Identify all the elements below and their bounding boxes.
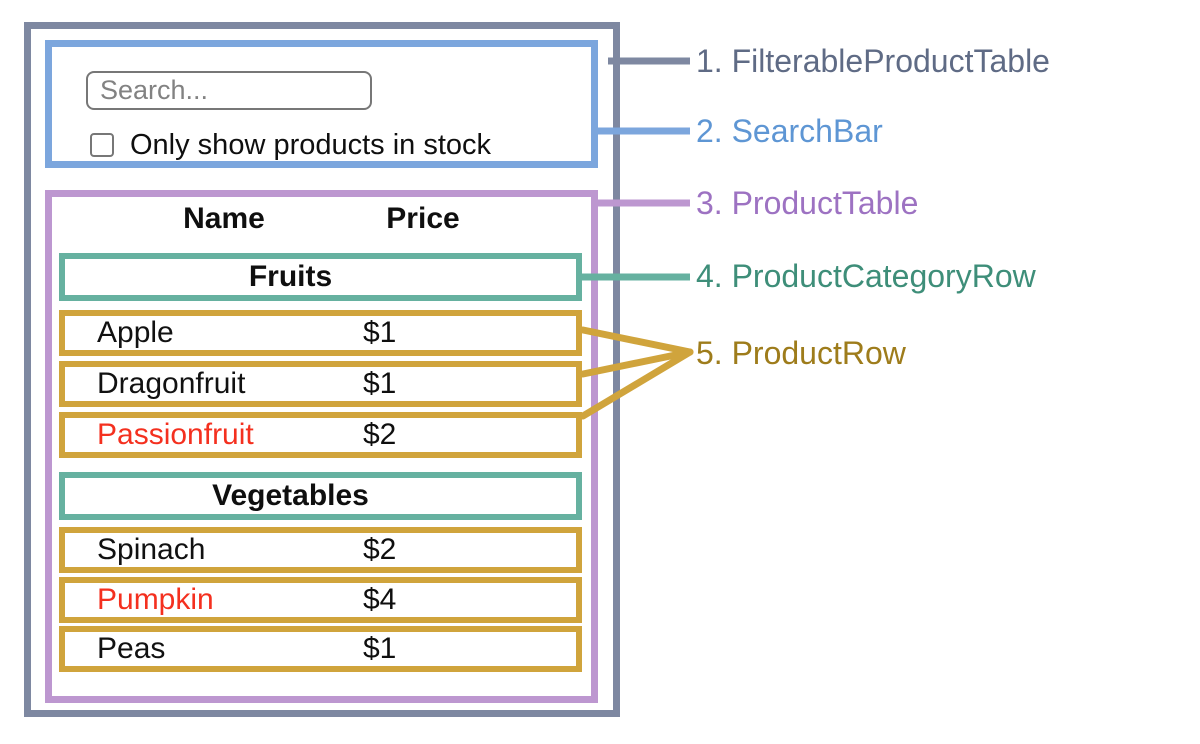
- product-category-row: Fruits: [59, 253, 582, 301]
- legend-item-filterable-product-table: 1. FilterableProductTable: [696, 43, 1050, 79]
- product-row: Peas $1: [59, 626, 582, 672]
- legend-item-product-table: 3. ProductTable: [696, 185, 919, 221]
- product-price: $1: [363, 367, 397, 400]
- product-price: $2: [363, 533, 397, 566]
- in-stock-checkbox[interactable]: [90, 133, 114, 157]
- product-price: $2: [363, 418, 397, 451]
- product-price: $4: [363, 583, 397, 616]
- product-category-row: Vegetables: [59, 472, 582, 520]
- legend-item-product-row: 5. ProductRow: [696, 335, 906, 371]
- search-input[interactable]: [86, 71, 372, 110]
- product-row: Dragonfruit $1: [59, 361, 582, 407]
- column-header-price: Price: [386, 202, 460, 235]
- legend-item-product-category-row: 4. ProductCategoryRow: [696, 258, 1036, 294]
- product-name: Passionfruit: [97, 418, 254, 451]
- product-name: Spinach: [97, 533, 206, 566]
- product-name: Peas: [97, 632, 166, 665]
- category-label: Fruits: [248, 260, 333, 293]
- column-header-name: Name: [183, 202, 265, 235]
- product-name: Dragonfruit: [97, 367, 246, 400]
- product-name: Pumpkin: [97, 583, 214, 616]
- product-row: Pumpkin $4: [59, 577, 582, 623]
- product-price: $1: [363, 632, 397, 665]
- product-row: Apple $1: [59, 310, 582, 356]
- legend-item-search-bar: 2. SearchBar: [696, 113, 883, 149]
- product-price: $1: [363, 316, 397, 349]
- product-row: Passionfruit $2: [59, 412, 582, 458]
- product-name: Apple: [97, 316, 174, 349]
- category-label: Vegetables: [212, 479, 369, 512]
- in-stock-checkbox-label: Only show products in stock: [130, 129, 492, 161]
- product-row: Spinach $2: [59, 527, 582, 573]
